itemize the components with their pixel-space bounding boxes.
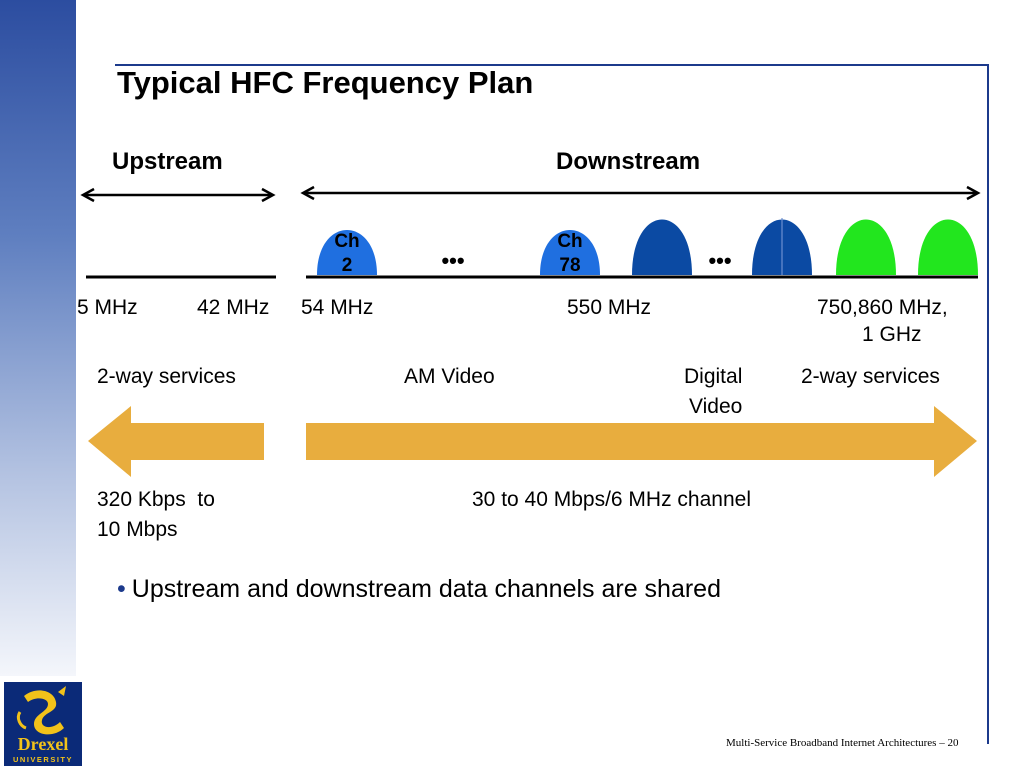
ellipsis-2: ••• [708,248,731,273]
service-upstream-2way: 2-way services [97,365,236,388]
upstream-span-arrow [80,187,276,203]
ch2-label-bottom: 2 [342,255,353,276]
service-digital-video: Video [689,395,743,418]
page-title: Typical HFC Frequency Plan [117,65,534,100]
downstream-direction-arrow [306,406,977,477]
service-digital: Digital [684,365,743,388]
logo-name: Drexel [18,734,69,754]
title-rule [115,64,988,66]
sidebar-gradient [0,0,76,676]
channel-hump-ch78 [540,230,600,275]
downstream-span-arrow [300,185,981,201]
freq-54mhz: 54 MHz [301,296,374,319]
digital-hump-2 [752,218,812,275]
ellipsis-1: ••• [441,248,464,273]
rate-upstream-line1: 320 Kbps to [97,488,215,511]
ch78-label-top: Ch [557,231,582,252]
footer-text: Multi-Service Broadband Internet Archite… [726,737,959,749]
rate-downstream: 30 to 40 Mbps/6 MHz channel [472,488,751,511]
right-rule [987,64,989,744]
ch2-label-top: Ch [334,231,359,252]
rate-upstream-line2: 10 Mbps [97,518,178,541]
freq-42mhz: 42 MHz [197,296,270,319]
freq-750-860mhz: 750,860 MHz, [817,296,948,319]
data-hump-1 [836,219,896,275]
upstream-header: Upstream [112,148,223,175]
logo-sub: UNIVERSITY [13,755,73,764]
bullet-point: •Upstream and downstream data channels a… [117,574,721,604]
bullet-text: Upstream and downstream data channels ar… [131,575,721,603]
bullet-dot-icon: • [117,575,126,603]
service-downstream-2way: 2-way services [801,365,940,388]
drexel-logo: Drexel UNIVERSITY [4,682,82,766]
service-am-video: AM Video [404,365,495,388]
data-hump-2 [918,219,978,275]
channel-hump-ch2 [317,230,377,275]
upstream-direction-arrow [88,406,264,477]
ch78-label-bottom: 78 [559,255,580,276]
downstream-header: Downstream [556,148,701,175]
freq-550mhz: 550 MHz [567,296,652,319]
freq-1ghz: 1 GHz [862,323,922,346]
digital-hump-1 [632,219,692,275]
freq-5mhz: 5 MHz [77,296,138,319]
